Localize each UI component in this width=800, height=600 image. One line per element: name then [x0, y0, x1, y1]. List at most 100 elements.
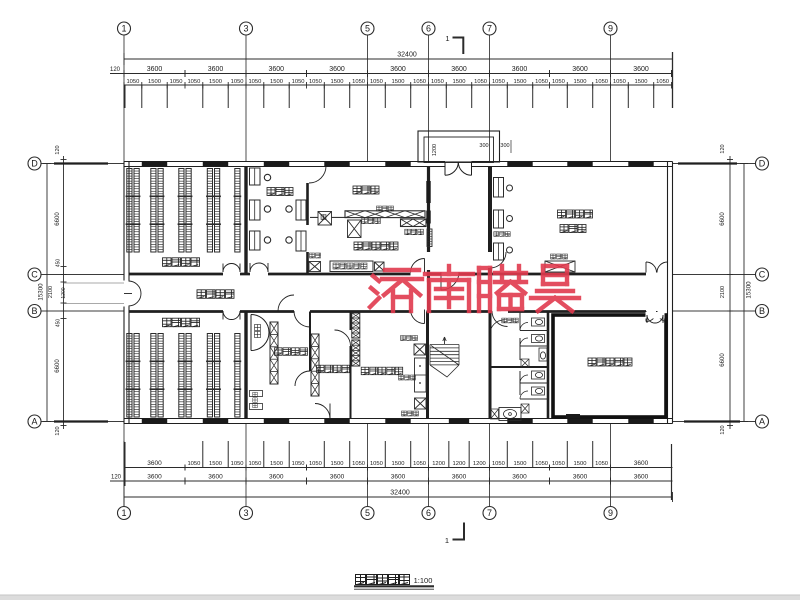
svg-text:1050: 1050 — [248, 79, 261, 85]
svg-text:3600: 3600 — [330, 474, 345, 481]
svg-text:1500: 1500 — [635, 79, 648, 85]
svg-text:3600: 3600 — [268, 66, 284, 73]
svg-text:9: 9 — [608, 24, 613, 34]
svg-text:3600: 3600 — [390, 66, 406, 73]
svg-text:1050: 1050 — [613, 79, 626, 85]
svg-text:9: 9 — [608, 508, 613, 518]
svg-text:300: 300 — [479, 143, 488, 149]
svg-text:450: 450 — [56, 259, 62, 268]
svg-text:1050: 1050 — [231, 79, 244, 85]
svg-text:3600: 3600 — [634, 474, 649, 481]
svg-text:3600: 3600 — [208, 66, 224, 73]
svg-text:1500: 1500 — [331, 461, 344, 467]
svg-text:B: B — [31, 306, 37, 316]
svg-text:120: 120 — [110, 67, 121, 73]
svg-text:D: D — [759, 159, 766, 169]
svg-text:2100: 2100 — [720, 286, 726, 298]
svg-text:15300: 15300 — [38, 283, 45, 301]
svg-text:1050: 1050 — [292, 79, 305, 85]
svg-text:1050: 1050 — [187, 461, 200, 467]
svg-text:1050: 1050 — [431, 79, 444, 85]
svg-text:1050: 1050 — [492, 461, 505, 467]
svg-text:1050: 1050 — [170, 79, 183, 85]
svg-text:1: 1 — [445, 34, 449, 43]
svg-text:1050: 1050 — [370, 79, 383, 85]
svg-text:1: 1 — [121, 24, 126, 34]
svg-text:3600: 3600 — [451, 66, 467, 73]
svg-text:1050: 1050 — [248, 461, 261, 467]
svg-text:6600: 6600 — [55, 212, 61, 226]
svg-text:3600: 3600 — [329, 66, 345, 73]
svg-text:1: 1 — [445, 536, 449, 545]
svg-text:120: 120 — [55, 426, 61, 435]
svg-text:1050: 1050 — [413, 79, 426, 85]
svg-text:1050: 1050 — [535, 461, 548, 467]
svg-text:6600: 6600 — [720, 212, 726, 226]
svg-text:1500: 1500 — [453, 79, 466, 85]
svg-text:120: 120 — [720, 425, 726, 434]
svg-text:1050: 1050 — [552, 79, 565, 85]
svg-text:1050: 1050 — [413, 461, 426, 467]
svg-text:3600: 3600 — [572, 66, 588, 73]
svg-text:1500: 1500 — [209, 79, 222, 85]
svg-text:1200: 1200 — [432, 144, 438, 156]
svg-text:1050: 1050 — [492, 79, 505, 85]
svg-text:1050: 1050 — [535, 79, 548, 85]
svg-text:1500: 1500 — [209, 461, 222, 467]
svg-text:3600: 3600 — [208, 474, 223, 481]
svg-text:3: 3 — [243, 24, 248, 34]
svg-text:3: 3 — [243, 508, 248, 518]
svg-text:3600: 3600 — [147, 474, 162, 481]
svg-text:32400: 32400 — [390, 490, 410, 497]
svg-text:120: 120 — [55, 145, 61, 154]
svg-text:1050: 1050 — [352, 461, 365, 467]
svg-text:120: 120 — [720, 144, 726, 153]
svg-text:1200: 1200 — [432, 461, 445, 467]
svg-text:1050: 1050 — [126, 79, 139, 85]
svg-text:A: A — [31, 417, 37, 427]
svg-text:1050: 1050 — [309, 461, 322, 467]
svg-text:1500: 1500 — [574, 461, 587, 467]
svg-text:3600: 3600 — [452, 474, 467, 481]
svg-text:1:100: 1:100 — [414, 576, 433, 585]
svg-text:3600: 3600 — [269, 474, 284, 481]
svg-text:1050: 1050 — [352, 79, 365, 85]
svg-text:6600: 6600 — [55, 359, 61, 373]
svg-text:C: C — [31, 270, 38, 280]
svg-text:1500: 1500 — [270, 461, 283, 467]
svg-text:1050: 1050 — [595, 461, 608, 467]
svg-text:B: B — [759, 306, 765, 316]
svg-text:1050: 1050 — [309, 79, 322, 85]
svg-text:3600: 3600 — [147, 460, 162, 467]
svg-text:1050: 1050 — [595, 79, 608, 85]
svg-text:1500: 1500 — [148, 79, 161, 85]
svg-text:3600: 3600 — [512, 474, 527, 481]
svg-text:1200: 1200 — [473, 461, 486, 467]
svg-text:7: 7 — [487, 24, 492, 34]
svg-text:2100: 2100 — [48, 286, 54, 298]
svg-text:A: A — [759, 417, 765, 427]
svg-text:300: 300 — [500, 143, 509, 149]
svg-text:C: C — [759, 270, 766, 280]
svg-text:1500: 1500 — [392, 79, 405, 85]
svg-text:3600: 3600 — [634, 460, 649, 467]
svg-text:1500: 1500 — [514, 461, 527, 467]
svg-text:6: 6 — [426, 508, 431, 518]
svg-text:1500: 1500 — [270, 79, 283, 85]
svg-text:5: 5 — [365, 508, 370, 518]
svg-text:1200: 1200 — [453, 461, 466, 467]
svg-text:1200: 1200 — [61, 287, 67, 298]
svg-text:7: 7 — [487, 508, 492, 518]
svg-text:3600: 3600 — [391, 474, 406, 481]
svg-text:3600: 3600 — [633, 66, 649, 73]
svg-text:1500: 1500 — [331, 79, 344, 85]
svg-text:6600: 6600 — [720, 353, 726, 367]
svg-text:1050: 1050 — [292, 461, 305, 467]
svg-text:1050: 1050 — [370, 461, 383, 467]
svg-text:32400: 32400 — [397, 52, 417, 59]
svg-text:1050: 1050 — [231, 461, 244, 467]
svg-text:450: 450 — [56, 319, 62, 328]
svg-text:1050: 1050 — [474, 79, 487, 85]
svg-text:3600: 3600 — [573, 474, 588, 481]
svg-text:1: 1 — [121, 508, 126, 518]
